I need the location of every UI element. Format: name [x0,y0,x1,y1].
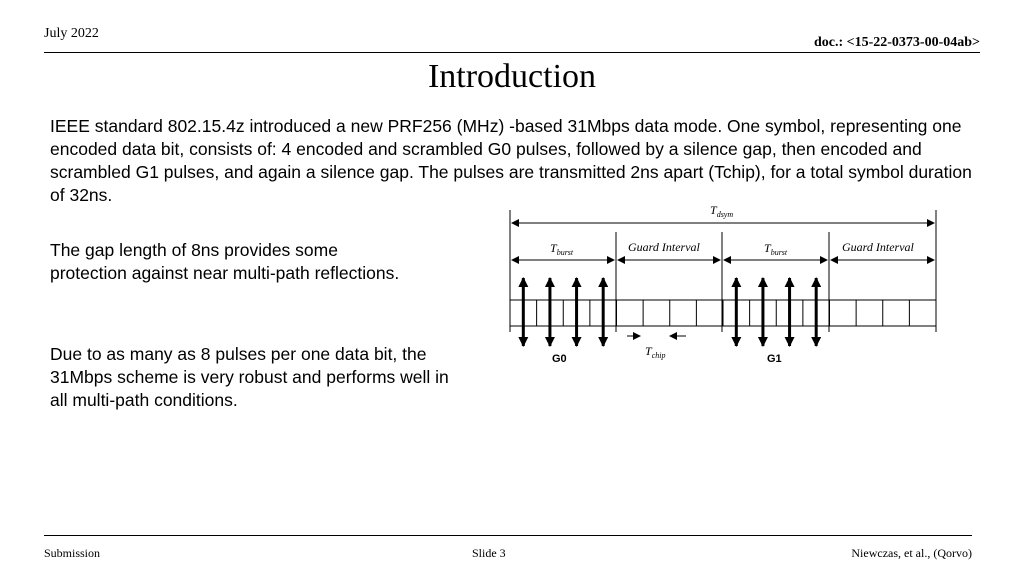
header-doc-id: doc.: <15-22-0373-00-04ab> [813,35,980,50]
header-date: July 2022 [44,26,99,41]
header-divider [44,52,980,53]
tdsym-label: Tdsym [710,203,733,219]
slide-title: Introduction [427,58,597,95]
footer-divider [44,535,972,536]
g1-label: G1 [767,353,782,365]
tburst-label-1: Tburst [550,241,574,257]
tburst-label-2: Tburst [764,241,788,257]
footer-submission: Submission [44,546,101,560]
intro-paragraph: IEEE standard 802.15.4z introduced a new… [50,116,972,205]
footer-slide-number: Slide 3 [472,546,506,560]
guard-interval-label-1: Guard Interval [628,240,701,254]
pulse-arrows [518,277,822,347]
g0-label: G0 [552,353,567,365]
robustness-paragraph: Due to as many as 8 pulses per one data … [50,344,449,410]
tchip-label: Tchip [645,344,665,360]
footer-authors: Niewczas, et al., (Qorvo) [851,546,972,560]
gap-paragraph: The gap length of 8ns provides some prot… [50,240,400,283]
guard-interval-label-2: Guard Interval [842,240,915,254]
